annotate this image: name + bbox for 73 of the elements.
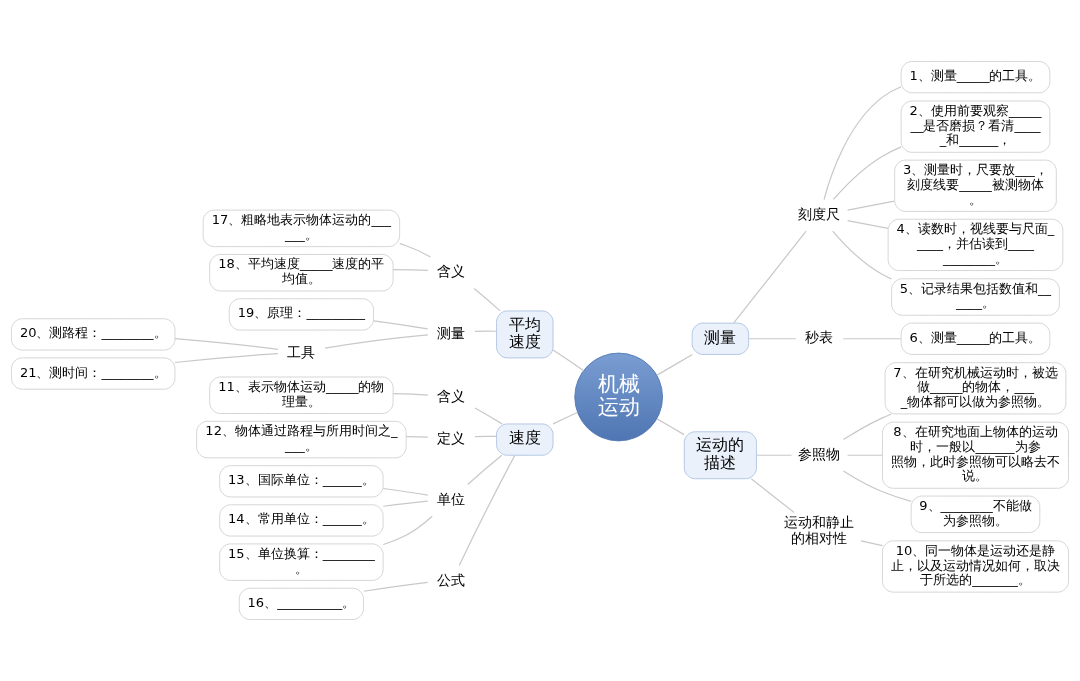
connector <box>363 581 429 592</box>
connector <box>656 418 685 436</box>
node-box: 5、记录结果包括数值和______。 <box>891 278 1060 316</box>
connector <box>474 435 497 438</box>
node-box: 4、读数时，视线要与尺面_____，并估读到____________。 <box>887 218 1064 271</box>
connector <box>748 338 797 340</box>
connector <box>324 334 429 349</box>
connector <box>733 230 807 324</box>
node-box: 14、常用单位：______。 <box>219 504 384 537</box>
connector <box>382 487 429 496</box>
node-box: 13、国际单位：______。 <box>219 465 384 498</box>
connector <box>552 349 585 372</box>
connector <box>846 200 895 211</box>
connector <box>399 243 432 258</box>
connector <box>373 320 429 330</box>
connector <box>405 435 429 438</box>
connector <box>846 454 883 456</box>
connector <box>842 470 912 502</box>
connector <box>473 287 501 312</box>
connector <box>392 393 429 396</box>
node-text: 测量 <box>437 324 466 341</box>
node-box: 1、测量_____的工具。 <box>900 61 1051 94</box>
node-box: 12、物体通过路程与所用时间之____。 <box>196 420 407 459</box>
node-box: 测量 <box>691 322 750 355</box>
connector <box>458 454 516 566</box>
node-text: 秒表 <box>805 329 834 346</box>
connector <box>552 411 578 425</box>
node-box: 15、单位换算：________。 <box>219 543 384 581</box>
connector <box>756 454 793 456</box>
node-text: 工具 <box>287 343 316 360</box>
node-box: 11、表示物体运动_____的物理量。 <box>209 376 394 414</box>
node-box: 21、测时间：________。 <box>11 357 176 390</box>
node-text: 含义 <box>437 263 466 279</box>
connector <box>656 353 693 376</box>
node-circle: 机械运动 <box>574 352 663 442</box>
node-box: 9、________不能做为参照物。 <box>910 495 1041 534</box>
node-box: 18、平均速度_____速度的平均值。 <box>209 254 394 292</box>
node-text: 刻度尺 <box>798 205 841 222</box>
connector <box>842 413 892 441</box>
node-text: 含义 <box>437 388 466 405</box>
connector <box>392 268 429 271</box>
node-box: 2、使用前要观察_______是否磨损？看清_____和______， <box>900 100 1051 153</box>
connector <box>467 454 503 486</box>
connector <box>750 478 795 514</box>
node-box: 运动的描述 <box>683 431 757 480</box>
connector <box>382 500 429 507</box>
connector <box>842 338 902 340</box>
connector <box>832 146 902 201</box>
connector <box>174 353 279 364</box>
node-box: 10、同一物体是运动还是静止，以及运动情况如何，取决于所选的_______。 <box>882 540 1069 593</box>
node-box: 8、在研究地面上物体的运动时，一般以______为参照物，此时参照物可以略去不说。 <box>882 421 1069 489</box>
connector <box>474 330 497 332</box>
node-box: 7、在研究机械运动时，被选做_____的物体，____物体都可以做为参照物。 <box>884 362 1067 415</box>
connector <box>474 407 503 425</box>
connector <box>382 515 433 546</box>
connector <box>860 540 883 547</box>
node-box: 6、测量_____的工具。 <box>900 322 1051 355</box>
node-box: 17、粗略地表示物体运动的______。 <box>202 209 401 248</box>
node-text: 参照物 <box>798 445 841 462</box>
node-text: 单位 <box>437 490 466 507</box>
connector <box>174 338 279 350</box>
node-box: 16、__________。 <box>238 587 364 620</box>
connector <box>832 230 893 280</box>
node-box: 平均速度 <box>496 310 554 359</box>
node-box: 19、原理：_________ <box>228 298 374 331</box>
node-box: 3、测量时，尺要放___，刻度线要_____被测物体。 <box>894 159 1057 212</box>
node-text: 定义 <box>437 429 466 446</box>
node-box: 20、测路程：________。 <box>11 318 176 351</box>
node-box: 速度 <box>496 423 554 456</box>
node-text: 运动和静止的相对性 <box>784 514 855 546</box>
connector <box>823 86 902 201</box>
connector <box>846 219 889 229</box>
node-text: 公式 <box>437 571 466 588</box>
